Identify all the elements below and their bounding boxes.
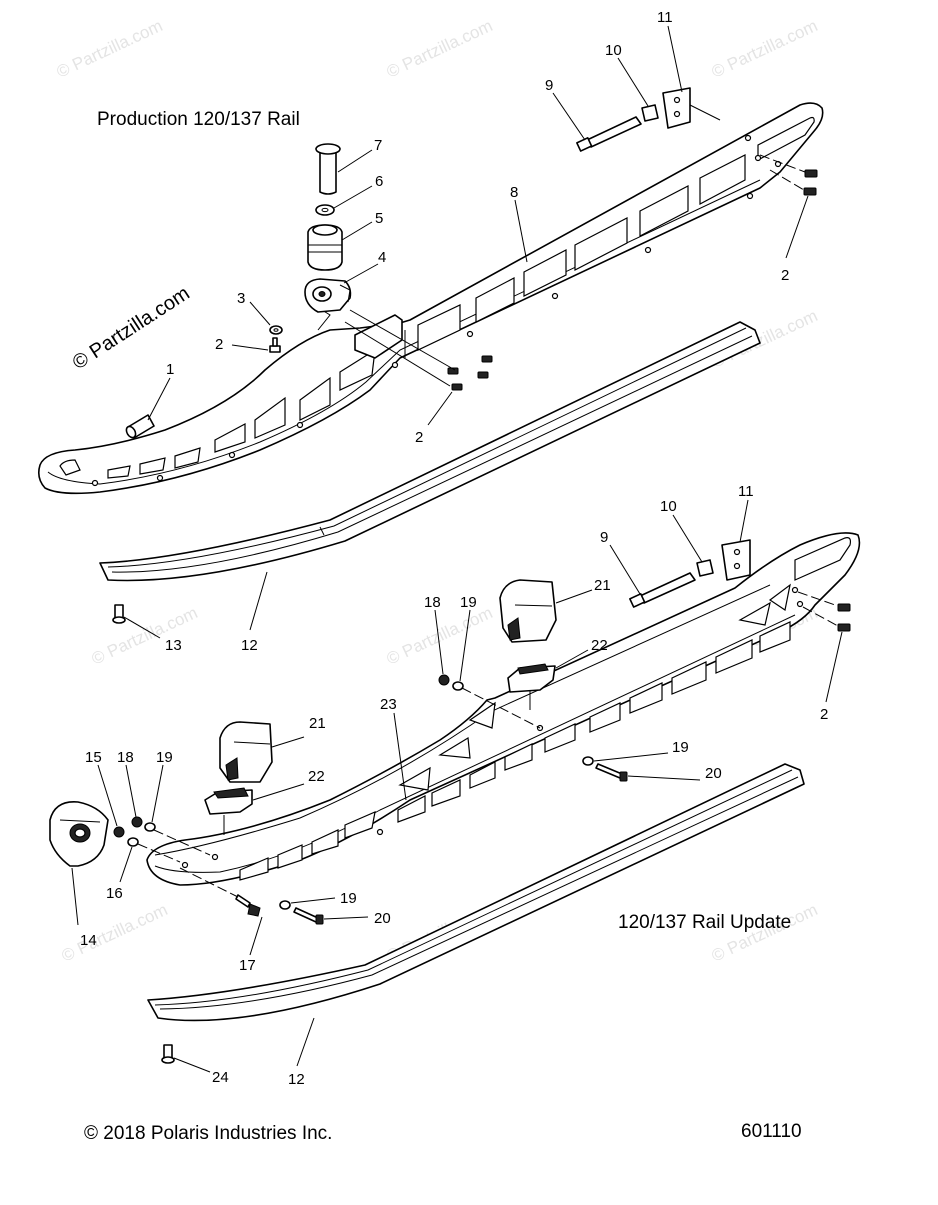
callout-14: 14 xyxy=(80,932,97,949)
callout-19: 19 xyxy=(460,594,477,611)
callout-11: 11 xyxy=(738,483,754,500)
copyright-notice: © 2018 Polaris Industries Inc. xyxy=(84,1123,333,1144)
part-2-bolt xyxy=(269,337,281,353)
callout-2: 2 xyxy=(820,706,828,723)
part-19-washer xyxy=(582,756,594,766)
part-9-bolt xyxy=(576,116,642,152)
callout-16: 16 xyxy=(106,885,123,902)
section-title-production: Production 120/137 Rail xyxy=(97,109,300,130)
part-17-bolt xyxy=(179,867,261,917)
top-rail-assembly xyxy=(38,87,824,624)
part-9-bolt xyxy=(629,572,696,608)
watermark-text: © Partzilla.com xyxy=(709,16,821,82)
callout-9: 9 xyxy=(600,529,608,546)
part-18-nut xyxy=(131,816,143,828)
callout-19: 19 xyxy=(156,749,173,766)
part-4-bracket xyxy=(304,278,352,313)
part-6-washer xyxy=(315,204,335,216)
callout-17: 17 xyxy=(239,957,256,974)
callout-12: 12 xyxy=(288,1071,305,1088)
rail-production xyxy=(38,102,824,495)
callout-5: 5 xyxy=(375,210,383,227)
slide-top xyxy=(99,321,761,582)
callout-2: 2 xyxy=(781,267,789,284)
callouts-top: 1 2 2 2 3 4 5 6 7 8 9 10 11 12 13 xyxy=(165,9,789,654)
callout-1: 1 xyxy=(166,361,174,378)
callout-10: 10 xyxy=(605,42,622,59)
callout-18: 18 xyxy=(117,749,134,766)
part-13-rivet xyxy=(112,604,126,624)
callout-18: 18 xyxy=(424,594,441,611)
callout-2: 2 xyxy=(215,336,223,353)
part-7-pin xyxy=(315,143,341,195)
callout-9: 9 xyxy=(545,77,553,94)
figure-number: 601110 xyxy=(741,1121,802,1142)
part-22-block xyxy=(507,663,556,710)
callout-22: 22 xyxy=(308,768,325,785)
watermark-text: © Partzilla.com xyxy=(54,16,166,82)
callout-12: 12 xyxy=(241,637,258,654)
part-10-nut xyxy=(641,104,659,122)
part-11-plate xyxy=(721,539,751,581)
part-10-nut xyxy=(696,559,714,577)
watermark-text: © Partzilla.com xyxy=(384,603,496,669)
part-14-cap xyxy=(49,801,109,867)
callout-10: 10 xyxy=(660,498,677,515)
callout-6: 6 xyxy=(375,173,383,190)
part-11-plate xyxy=(662,87,721,129)
part-2-bolt xyxy=(759,154,818,196)
callout-23: 23 xyxy=(380,696,397,713)
callout-7: 7 xyxy=(374,137,382,154)
callout-2: 2 xyxy=(415,429,423,446)
callouts-bottom: 9 10 11 21 22 18 19 2 23 19 20 21 22 15 … xyxy=(80,483,828,1088)
callout-8: 8 xyxy=(510,184,518,201)
part-19-washer xyxy=(279,900,291,910)
callout-13: 13 xyxy=(165,637,182,654)
callout-15: 15 xyxy=(85,749,102,766)
callout-3: 3 xyxy=(237,290,245,307)
callout-21: 21 xyxy=(309,715,326,732)
part-16-washer xyxy=(127,829,211,863)
partzilla-rotated-mark: © Partzilla.com xyxy=(69,282,194,374)
part-20-bolt xyxy=(595,763,628,782)
part-1-pin xyxy=(125,414,155,439)
part-2-bolt xyxy=(344,309,493,391)
bottom-rail-assembly xyxy=(49,532,861,1064)
callout-20: 20 xyxy=(705,765,722,782)
callout-20: 20 xyxy=(374,910,391,927)
callout-22: 22 xyxy=(591,637,608,654)
part-19-washer xyxy=(144,822,156,832)
callout-24: 24 xyxy=(212,1069,229,1086)
part-21-block xyxy=(499,579,557,643)
part-15-nut xyxy=(113,826,125,838)
section-title-update: 120/137 Rail Update xyxy=(618,912,792,933)
callout-4: 4 xyxy=(378,249,386,266)
part-2-bolt xyxy=(797,591,851,632)
callout-19: 19 xyxy=(340,890,357,907)
part-24-rivet xyxy=(161,1044,175,1064)
part-5-bumper xyxy=(307,224,343,271)
watermark-text: © Partzilla.com xyxy=(59,900,171,966)
part-22-block xyxy=(204,787,253,835)
part-19-washer xyxy=(452,681,541,729)
part-18-nut xyxy=(438,674,450,686)
part-21-block xyxy=(219,721,273,783)
leader-lines xyxy=(71,25,843,1073)
part-20-bolt xyxy=(293,907,324,925)
watermark-text: © Partzilla.com xyxy=(89,603,201,669)
callout-11: 11 xyxy=(657,9,673,26)
slide-bottom xyxy=(147,763,805,1022)
callout-19: 19 xyxy=(672,739,689,756)
watermark-text: © Partzilla.com xyxy=(384,16,496,82)
callout-21: 21 xyxy=(594,577,611,594)
